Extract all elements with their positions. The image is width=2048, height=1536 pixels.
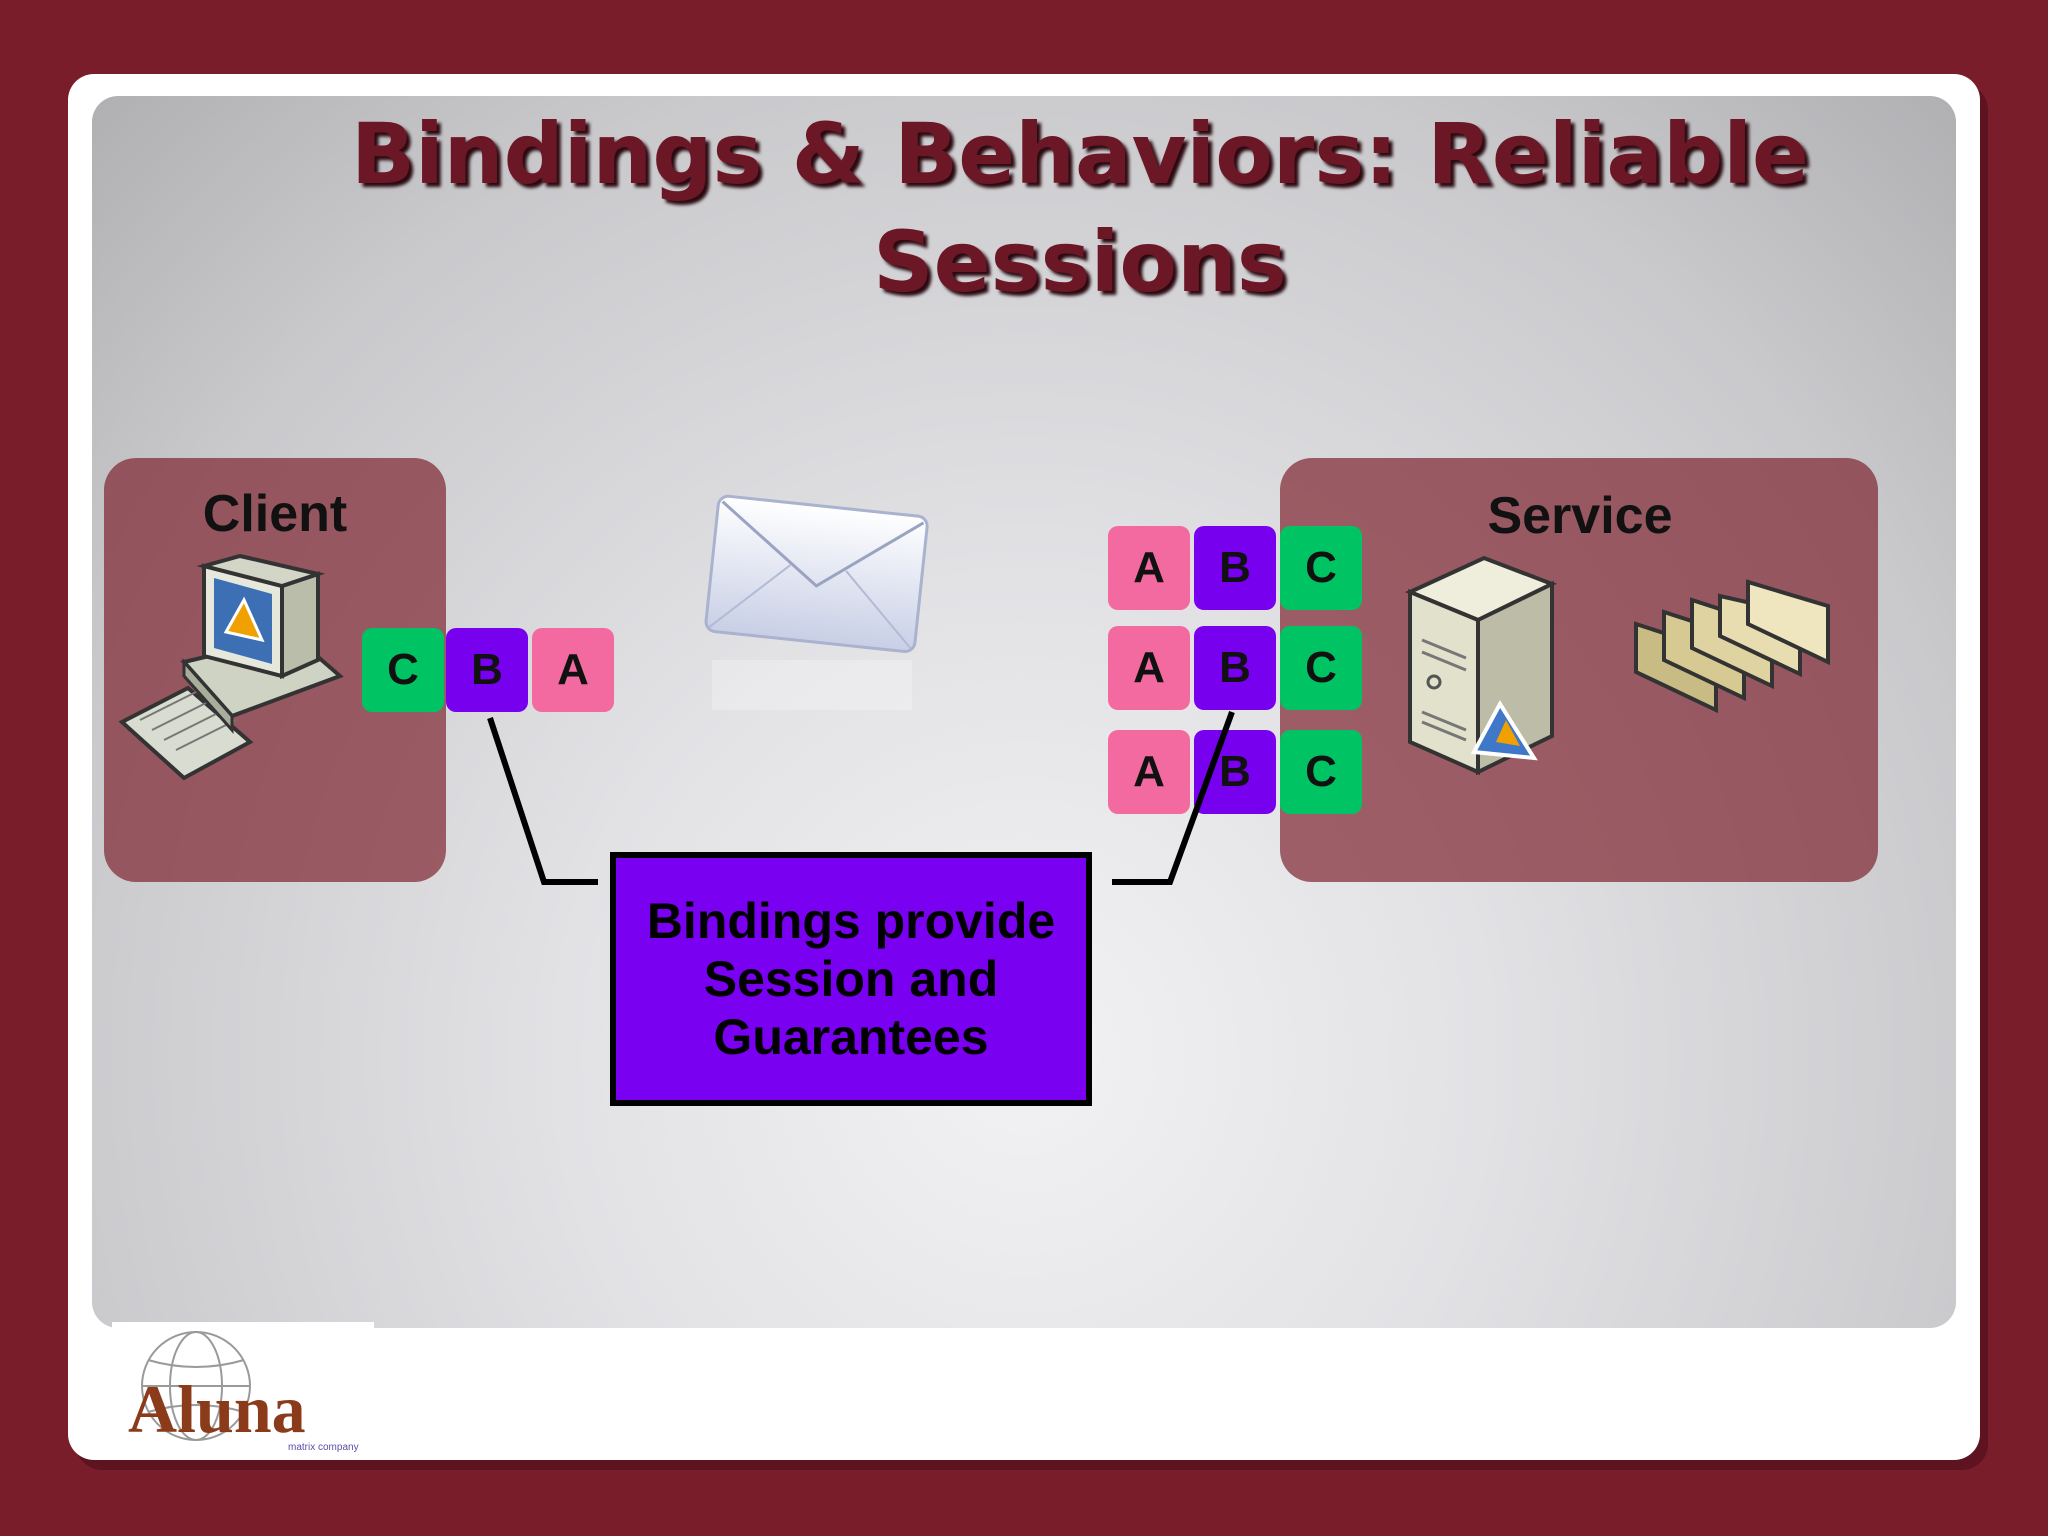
service-row3-message-a: A bbox=[1108, 730, 1190, 814]
bindings-callout: Bindings provide Session and Guarantees bbox=[610, 852, 1092, 1106]
title-line-2: Sessions bbox=[873, 213, 1287, 311]
service-row1-message-a: A bbox=[1108, 526, 1190, 610]
service-row1-message-c: C bbox=[1280, 526, 1362, 610]
client-label: Client bbox=[202, 485, 348, 543]
logo-brand-text: Aluna bbox=[128, 1371, 306, 1447]
aluna-logo: Aluna matrix company bbox=[112, 1322, 374, 1456]
callout-line-2: Session and bbox=[703, 951, 999, 1007]
slide-title: Bindings & Behaviors: Reliable Sessions bbox=[240, 100, 1920, 316]
client-message-c: C bbox=[362, 628, 444, 712]
client-message-a: A bbox=[532, 628, 614, 712]
client-message-b: B bbox=[446, 628, 528, 712]
service-row2-message-c: C bbox=[1280, 626, 1362, 710]
service-label: Service bbox=[1487, 487, 1673, 545]
callout-line-3: Guarantees bbox=[713, 1009, 989, 1065]
logo-tagline-text: matrix company bbox=[288, 1442, 359, 1453]
globe-logo-icon: Aluna matrix company bbox=[128, 1331, 359, 1453]
service-row2-message-a: A bbox=[1108, 626, 1190, 710]
service-row2-message-b: B bbox=[1194, 626, 1276, 710]
callout-line-1: Bindings provide bbox=[646, 893, 1056, 949]
service-row1-message-b: B bbox=[1194, 526, 1276, 610]
service-row3-message-c: C bbox=[1280, 730, 1362, 814]
title-line-1: Bindings & Behaviors: Reliable bbox=[350, 105, 1810, 203]
service-area bbox=[1280, 458, 1878, 882]
